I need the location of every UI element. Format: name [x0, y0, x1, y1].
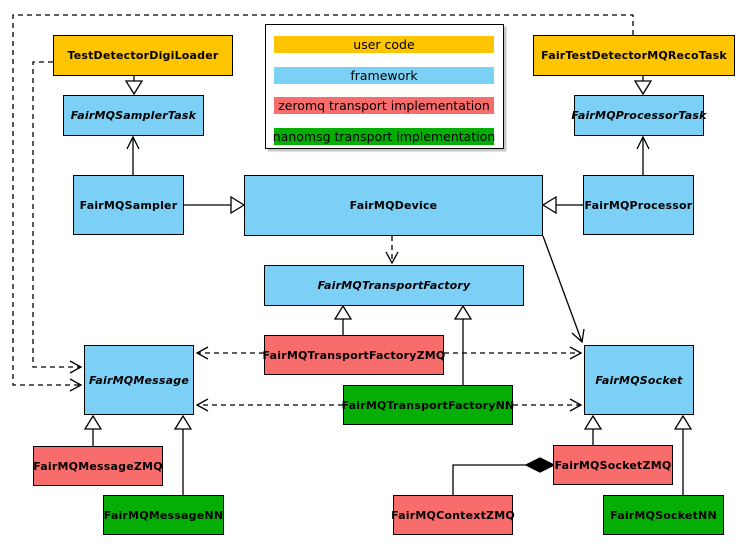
edge-msgnn-message-inheritance [173, 414, 193, 495]
node-fairmqprocessor: FairMQProcessor [583, 175, 694, 235]
edge-recotask-processortask-inheritance [633, 76, 653, 96]
edge-tfzmq-message-dependency [195, 346, 264, 360]
legend-item-nanomsg: nanomsg transport implementation [272, 128, 496, 145]
legend: user code framework zeromq transport imp… [265, 24, 504, 149]
node-fairmqtransportfactorynn: FairMQTransportFactoryNN [342, 385, 514, 425]
node-fairmqsamplertask: FairMQSamplerTask [63, 95, 204, 136]
edge-socknn-socket-inheritance [673, 414, 693, 495]
edge-tfzmq-socket-dependency [444, 346, 583, 360]
edge-processor-processortask-association [636, 135, 650, 175]
edge-sampler-samplertask-association [126, 135, 140, 175]
node-fairmqsocket: FairMQSocket [584, 345, 694, 415]
edge-tfnn-transportfactory-inheritance [453, 304, 473, 385]
node-fairmqsocketnn: FairMQSocketNN [603, 495, 724, 535]
legend-item-zeromq: zeromq transport implementation [274, 97, 494, 114]
node-fairmqcontextzmq: FairMQContextZMQ [391, 495, 515, 535]
edge-sockzmq-socket-inheritance [583, 414, 603, 445]
edge-sampler-device-inheritance [184, 195, 246, 215]
node-fairmqprocessortask: FairMQProcessorTask [571, 95, 706, 136]
edge-processor-device-inheritance [541, 195, 583, 215]
edge-ctxzmq-sockzmq-composition [452, 457, 556, 495]
edge-tfzmq-transportfactory-inheritance [333, 304, 353, 335]
edge-device-transportfactory-dependency [385, 236, 399, 265]
node-fairmqmessage: FairMQMessage [84, 345, 194, 415]
edge-recotask-message-dependency [12, 14, 634, 392]
node-testdetectordigiloader: TestDetectorDigiLoader [53, 35, 233, 76]
edge-tfnn-message-dependency [195, 398, 343, 412]
node-fairmqsocketzmq: FairMQSocketZMQ [553, 445, 673, 485]
node-fairtestdetectormqrecotask: FairTestDetectorMQRecoTask [533, 35, 735, 76]
edge-digiloader-samplertask-inheritance [124, 76, 144, 96]
edge-msgzmq-message-inheritance [83, 414, 103, 446]
node-fairmqdevice: FairMQDevice [244, 175, 543, 236]
node-fairmqtransportfactory: FairMQTransportFactory [264, 265, 524, 306]
edge-digiloader-message-dependency [32, 61, 83, 374]
legend-item-user-code: user code [274, 36, 494, 53]
edge-device-socket-association [542, 235, 585, 344]
edge-tfnn-socket-dependency [513, 398, 583, 412]
node-fairmqmessagenn: FairMQMessageNN [103, 495, 224, 535]
node-fairmqmessagezmq: FairMQMessageZMQ [33, 446, 163, 486]
node-fairmqtransportfactoryzmq: FairMQTransportFactoryZMQ [263, 335, 445, 375]
legend-item-framework: framework [274, 67, 494, 84]
node-fairmqsampler: FairMQSampler [73, 175, 184, 235]
